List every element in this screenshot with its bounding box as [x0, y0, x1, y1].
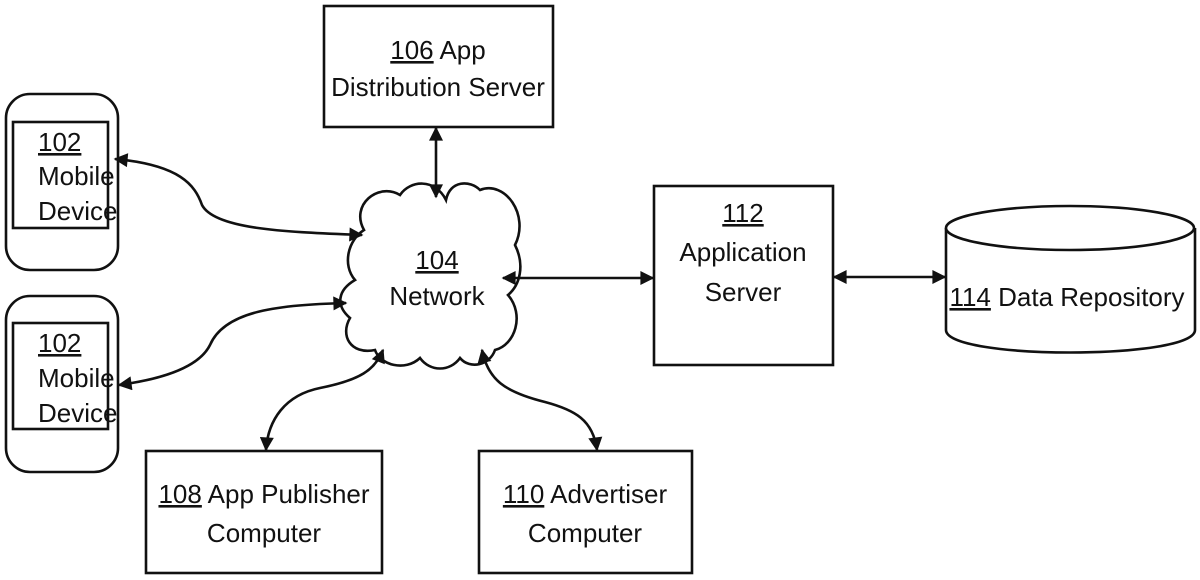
advertiser-computer-box — [479, 451, 692, 573]
network-label: Network — [389, 281, 485, 311]
mobile-device-2: 102 Mobile Device — [6, 296, 118, 472]
app-publisher-computer-title: App Publisher — [202, 479, 370, 509]
arrow-mobile-device-2-network — [119, 303, 346, 385]
application-server: 112 Application Server — [654, 186, 833, 365]
mobile-device-1: 102 Mobile Device — [6, 94, 118, 270]
app-publisher-computer-line1: 108 App Publisher — [158, 479, 369, 509]
app-publisher-computer: 108 App Publisher Computer — [146, 451, 382, 573]
advertiser-computer-line2: Computer — [528, 518, 642, 548]
cylinder-top — [946, 206, 1194, 250]
advertiser-computer-title: Advertiser — [544, 479, 667, 509]
app-distribution-server-title: App — [434, 35, 486, 65]
mobile-device-label-line2: Device — [38, 196, 117, 226]
advertiser-computer: 110 Advertiser Computer — [479, 451, 692, 573]
application-server-line2: Application — [679, 237, 806, 267]
arrow-mobile-device-1-network — [115, 159, 362, 235]
app-publisher-computer-box — [146, 451, 382, 573]
app-distribution-server-line2: Distribution Server — [331, 72, 545, 102]
network-ref: 104 — [415, 245, 458, 275]
data-repository-label: 114 Data Repository — [949, 282, 1184, 312]
mobile-device-label-line1: Mobile — [38, 363, 115, 393]
application-server-line3: Server — [705, 277, 782, 307]
network-cloud: 104 Network — [340, 183, 520, 368]
app-publisher-computer-ref: 108 — [158, 479, 201, 509]
mobile-device-label-line1: Mobile — [38, 161, 115, 191]
arrow-app-publisher-computer-network — [266, 350, 383, 450]
app-distribution-server-box — [324, 6, 553, 127]
mobile-device-label-line2: Device — [38, 398, 117, 428]
app-distribution-server-ref: 106 — [390, 35, 433, 65]
app-distribution-server-line1: 106 App — [390, 35, 485, 65]
advertiser-computer-line1: 110 Advertiser — [503, 479, 668, 509]
data-repository-title: Data Repository — [991, 282, 1185, 312]
application-server-ref: 112 — [722, 198, 763, 228]
mobile-device-ref: 102 — [38, 328, 81, 358]
data-repository: 114 Data Repository — [946, 206, 1195, 353]
arrow-advertiser-computer-network — [482, 350, 597, 450]
app-distribution-server: 106 App Distribution Server — [324, 6, 553, 127]
advertiser-computer-ref: 110 — [503, 479, 544, 509]
data-repository-ref: 114 — [949, 282, 990, 312]
app-publisher-computer-line2: Computer — [207, 518, 321, 548]
mobile-device-ref: 102 — [38, 127, 81, 157]
cloud-shape — [340, 183, 520, 368]
